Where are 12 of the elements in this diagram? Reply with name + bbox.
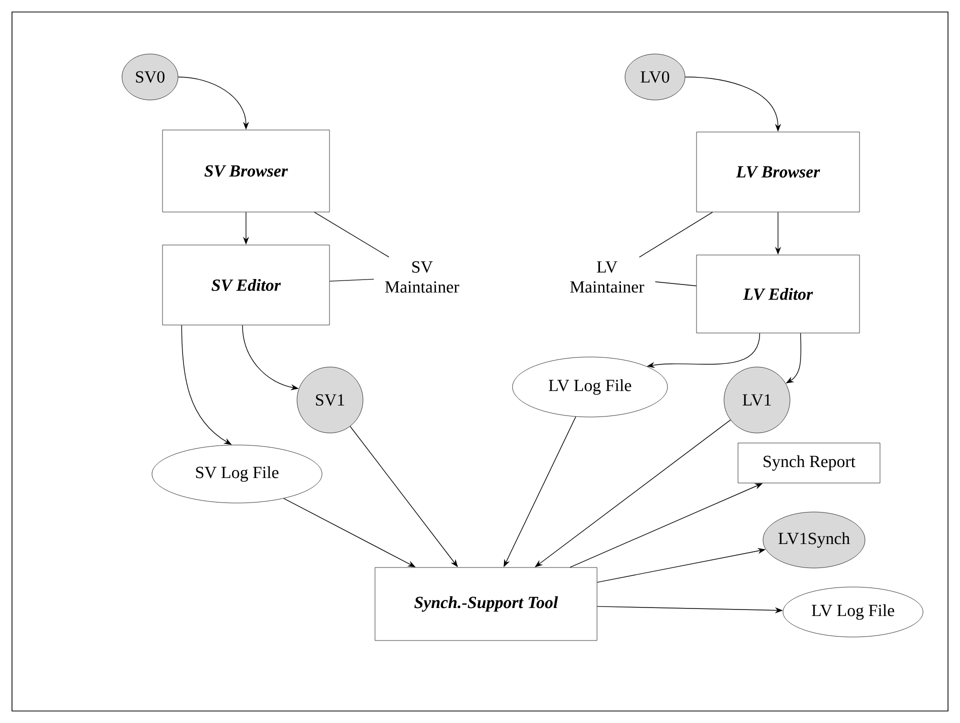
role-label: LV Maintainer (570, 261, 644, 293)
process-box: LV Browser (696, 132, 860, 212)
connector-line (314, 212, 390, 258)
connector-line (654, 281, 697, 286)
process-box: SV Browser (162, 130, 330, 212)
connector-line (329, 278, 374, 282)
connector-line (638, 212, 713, 258)
process-box: SV Editor (162, 244, 330, 326)
process-box: LV Editor (696, 254, 860, 334)
process-box: Synch.-Support Tool (374, 567, 598, 641)
report-box: Synch Report (738, 442, 880, 484)
role-label: SV Maintainer (385, 261, 460, 293)
